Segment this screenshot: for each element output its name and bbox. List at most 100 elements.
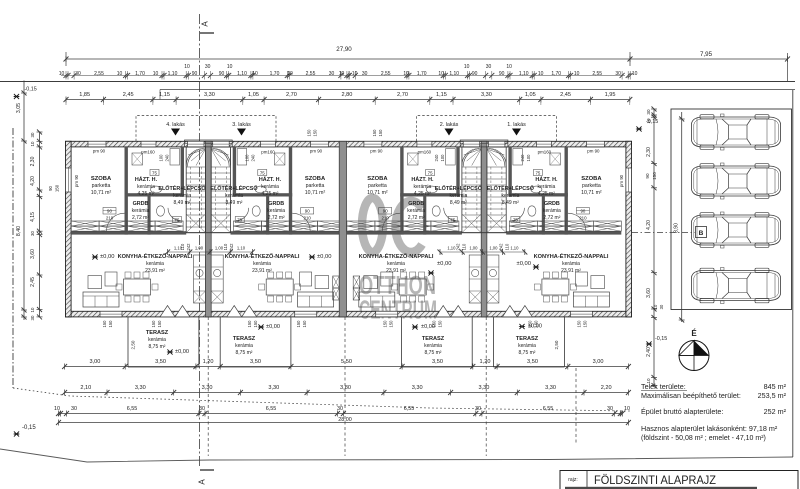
- svg-text:4,20: 4,20: [30, 176, 36, 186]
- svg-text:3,80: 3,80: [340, 385, 351, 391]
- svg-text:kerámia: kerámia: [137, 184, 155, 190]
- svg-text:253,5 m²: 253,5 m²: [758, 391, 787, 400]
- svg-text:kerámia: kerámia: [502, 193, 520, 199]
- svg-text:±0,00: ±0,00: [421, 324, 435, 330]
- svg-text:10,71 m²: 10,71 m²: [91, 190, 112, 196]
- svg-text:150: 150: [582, 320, 587, 328]
- svg-text:1,10: 1,10: [237, 246, 246, 251]
- svg-text:10: 10: [506, 64, 512, 70]
- svg-text:90: 90: [48, 186, 53, 191]
- svg-text:parketta: parketta: [92, 183, 111, 189]
- svg-text:1,00: 1,00: [489, 246, 498, 251]
- svg-text:6,55: 6,55: [543, 406, 554, 412]
- svg-text:1,05: 1,05: [525, 92, 536, 98]
- svg-text:HÁZT. H.: HÁZT. H.: [135, 176, 158, 183]
- svg-text:kerámia: kerámia: [235, 343, 253, 349]
- svg-text:240: 240: [251, 154, 256, 162]
- svg-text:240: 240: [434, 154, 439, 162]
- svg-text:pm 90: pm 90: [587, 149, 600, 154]
- svg-text:10: 10: [184, 64, 190, 70]
- svg-text:240: 240: [165, 154, 170, 162]
- svg-text:10: 10: [403, 71, 409, 77]
- svg-text:150: 150: [313, 129, 318, 137]
- svg-text:210: 210: [382, 216, 390, 221]
- svg-text:75: 75: [428, 170, 433, 175]
- svg-text:10: 10: [252, 71, 258, 77]
- svg-text:30: 30: [362, 71, 368, 77]
- svg-text:HÁZT. H.: HÁZT. H.: [411, 176, 434, 183]
- svg-text:kerámia: kerámia: [387, 261, 405, 267]
- svg-text:10: 10: [653, 304, 658, 309]
- svg-text:GRDB: GRDB: [408, 201, 424, 207]
- svg-text:2,30: 2,30: [646, 147, 652, 157]
- svg-text:3,30: 3,30: [412, 385, 423, 391]
- svg-text:2,72 m²: 2,72 m²: [268, 215, 285, 221]
- svg-text:2,20: 2,20: [601, 385, 612, 391]
- svg-text:GRDB: GRDB: [268, 201, 284, 207]
- svg-text:pm160: pm160: [418, 150, 432, 155]
- svg-text:150: 150: [55, 184, 60, 192]
- svg-text:75: 75: [237, 217, 242, 222]
- svg-text:4,15: 4,15: [30, 212, 36, 222]
- svg-text:4,20: 4,20: [646, 220, 652, 230]
- svg-text:90: 90: [219, 71, 225, 77]
- svg-text:100: 100: [245, 154, 250, 162]
- svg-text:150: 150: [296, 320, 301, 328]
- svg-text:90: 90: [472, 71, 478, 77]
- svg-text:75: 75: [175, 217, 180, 222]
- svg-text:rajz:: rajz:: [568, 477, 577, 483]
- svg-text:3,50: 3,50: [527, 359, 538, 365]
- svg-text:pm 90: pm 90: [619, 174, 624, 187]
- svg-text:30: 30: [205, 64, 211, 70]
- svg-text:3,30: 3,30: [202, 385, 213, 391]
- svg-text:30: 30: [30, 231, 35, 236]
- svg-text:1,70: 1,70: [417, 71, 427, 77]
- svg-text:30: 30: [75, 71, 81, 77]
- svg-text:100: 100: [440, 154, 445, 162]
- svg-text:1,05: 1,05: [248, 92, 259, 98]
- svg-text:30: 30: [199, 406, 205, 412]
- svg-text:3,30: 3,30: [268, 385, 279, 391]
- svg-text:Épület bruttó alapterülete:: Épület bruttó alapterülete:: [641, 407, 723, 416]
- svg-text:10: 10: [30, 307, 35, 312]
- svg-text:150: 150: [378, 129, 383, 137]
- svg-text:845 m²: 845 m²: [764, 382, 787, 391]
- svg-text:±0,00: ±0,00: [317, 254, 331, 260]
- svg-text:1,10: 1,10: [449, 71, 459, 77]
- svg-text:90: 90: [383, 209, 388, 214]
- svg-text:10: 10: [227, 64, 233, 70]
- svg-text:8,40: 8,40: [16, 226, 22, 236]
- svg-text:8,75 m²: 8,75 m²: [425, 350, 442, 356]
- svg-text:1,15: 1,15: [159, 92, 170, 98]
- svg-text:10: 10: [117, 71, 123, 77]
- svg-text:150: 150: [437, 320, 442, 328]
- svg-text:4,25 m²: 4,25 m²: [414, 191, 431, 197]
- svg-text:TERASZ: TERASZ: [516, 336, 539, 342]
- svg-text:2,72 m²: 2,72 m²: [132, 215, 149, 221]
- svg-text:ELŐTÉR+LÉPCSŐ: ELŐTÉR+LÉPCSŐ: [158, 184, 205, 192]
- svg-text:23,91 m²: 23,91 m²: [252, 268, 272, 274]
- svg-text:1,10: 1,10: [510, 246, 519, 251]
- svg-text:kerámia: kerámia: [148, 337, 166, 343]
- svg-text:23,91 m²: 23,91 m²: [561, 268, 581, 274]
- svg-text:8,49 m²: 8,49 m²: [450, 200, 467, 206]
- svg-text:±0,00: ±0,00: [528, 324, 542, 330]
- svg-text:150: 150: [533, 320, 538, 328]
- svg-text:150: 150: [108, 320, 113, 328]
- svg-text:2. lakás: 2. lakás: [440, 122, 459, 128]
- svg-text:10: 10: [464, 64, 470, 70]
- svg-text:30: 30: [615, 71, 621, 77]
- svg-text:1,10: 1,10: [519, 71, 529, 77]
- svg-text:10: 10: [59, 71, 65, 77]
- svg-text:242: 242: [498, 243, 503, 251]
- svg-text:75: 75: [152, 170, 157, 175]
- svg-text:10,71 m²: 10,71 m²: [367, 190, 388, 196]
- svg-text:kerámia: kerámia: [173, 193, 191, 199]
- svg-text:ELŐTÉR+LÉPCSŐ: ELŐTÉR+LÉPCSŐ: [210, 184, 257, 192]
- svg-text:3,30: 3,30: [204, 92, 215, 98]
- svg-text:kerámia: kerámia: [543, 208, 561, 214]
- svg-text:100: 100: [159, 154, 164, 162]
- svg-text:30: 30: [475, 406, 481, 412]
- svg-text:4. lakás: 4. lakás: [166, 122, 185, 128]
- svg-text:242: 242: [229, 243, 234, 251]
